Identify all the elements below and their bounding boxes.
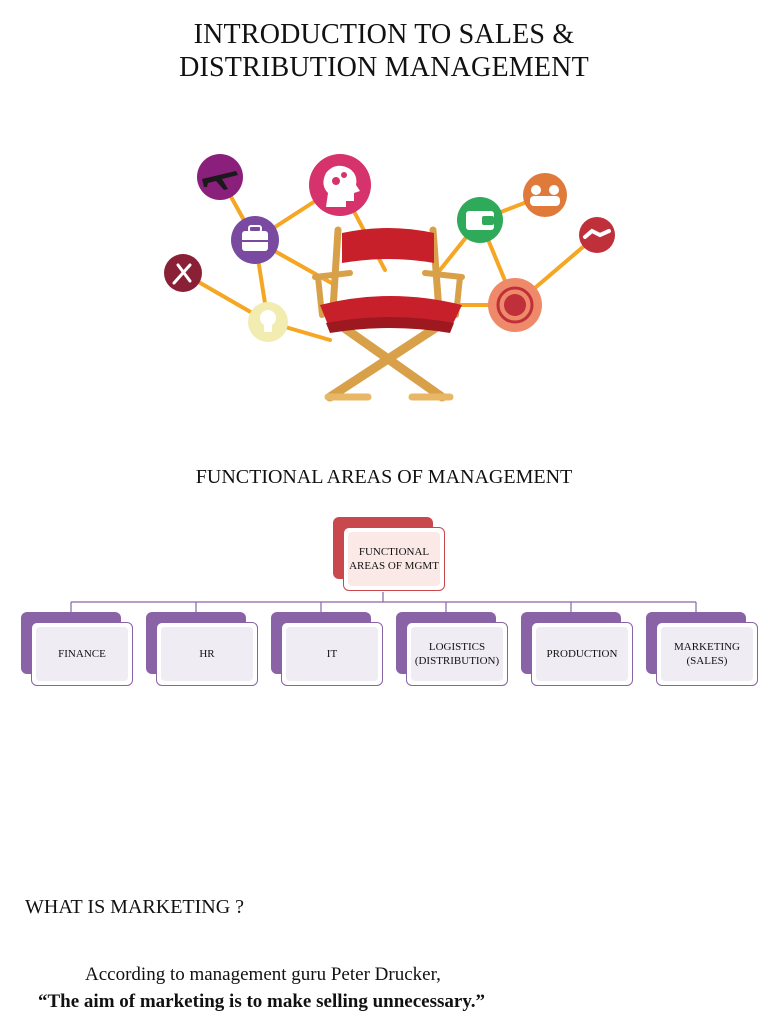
director-chair-icon <box>312 226 465 402</box>
team-icon <box>523 173 567 217</box>
org-node-label-line2: (DISTRIBUTION) <box>414 655 500 667</box>
lightbulb-icon <box>248 302 288 342</box>
org-node-label-line1: MARKETING <box>674 641 740 653</box>
org-node-label: FINANCE <box>58 648 106 660</box>
brain-gears-icon <box>309 154 371 216</box>
marketing-heading: WHAT IS MARKETING ? <box>25 896 245 918</box>
org-node-label-line2: (SALES) <box>686 655 728 667</box>
org-node-label: PRODUCTION <box>546 648 618 660</box>
functional-areas-org-chart: FUNCTIONAL AREAS OF MGMT FINANCE HR IT LO… <box>0 512 768 697</box>
handshake-icon <box>579 217 615 253</box>
org-root-label-line1: FUNCTIONAL <box>358 546 430 558</box>
org-node-label: IT <box>326 648 338 660</box>
page-title-line2: DISTRIBUTION MANAGEMENT <box>179 52 589 83</box>
org-node-label-line1: LOGISTICS <box>428 641 486 653</box>
functional-areas-heading: FUNCTIONAL AREAS OF MANAGEMENT <box>195 466 573 488</box>
org-node-label: HR <box>199 648 215 660</box>
airplane-icon <box>197 154 243 200</box>
management-illustration <box>164 154 615 402</box>
briefcase-icon <box>231 216 279 264</box>
marketing-intro-text: According to management guru Peter Druck… <box>85 964 441 985</box>
plug-cable-icon <box>164 254 202 292</box>
page-title-line1: INTRODUCTION TO SALES & <box>193 19 575 50</box>
marketing-quote: “The aim of marketing is to make selling… <box>38 991 486 1012</box>
org-root-label-line2: AREAS OF MGMT <box>349 560 439 572</box>
wallet-icon <box>457 197 503 243</box>
org-chart-connectors <box>70 592 697 612</box>
support-headset-icon <box>488 278 542 332</box>
